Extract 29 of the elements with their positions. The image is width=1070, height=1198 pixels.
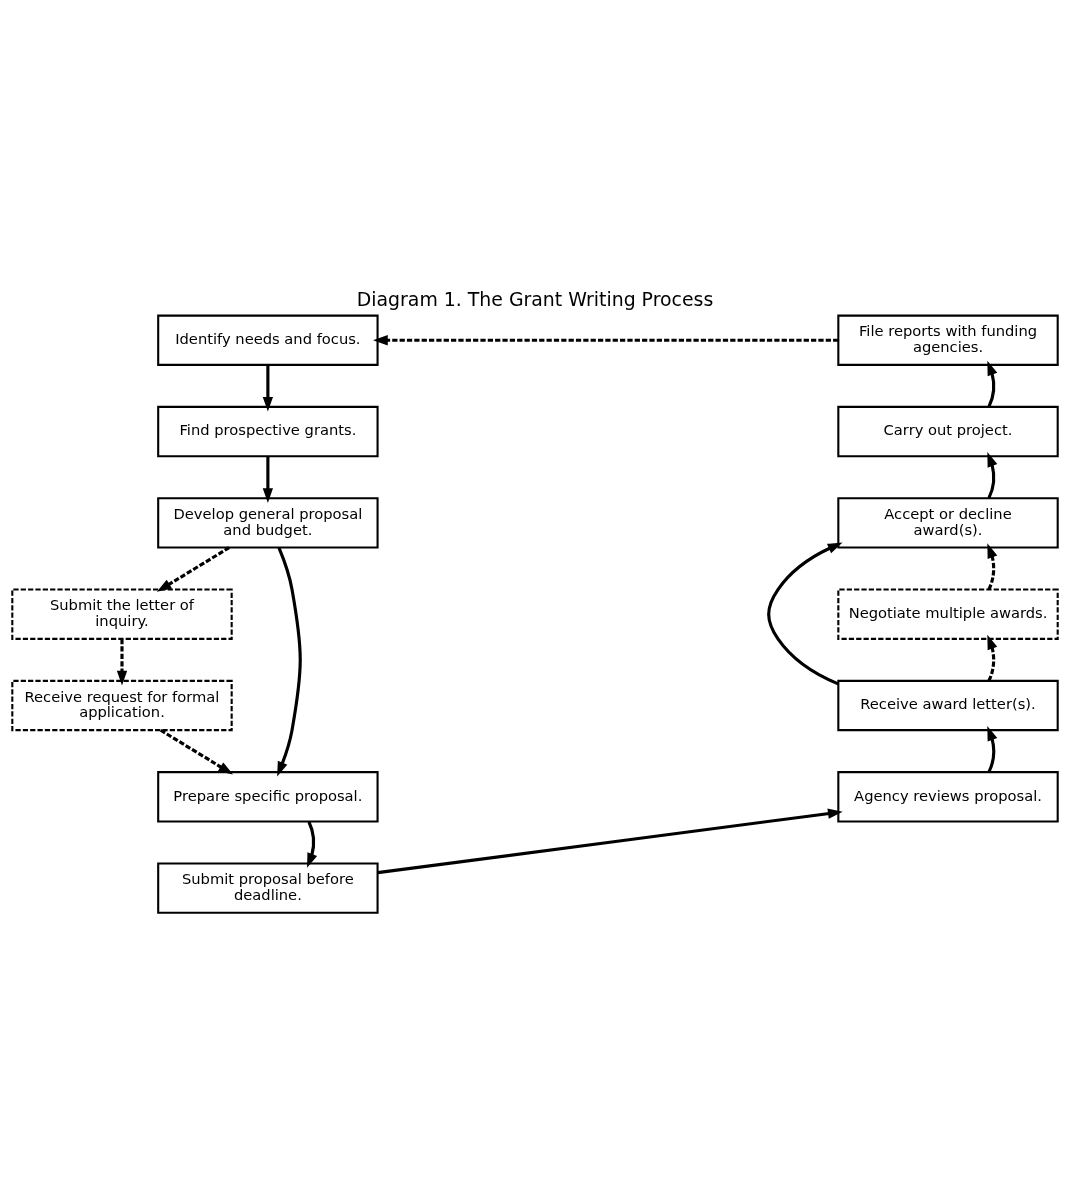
arrow: [262, 364, 274, 412]
node-box: Carry out project.: [837, 405, 1059, 457]
arrow: [987, 451, 998, 499]
arrow: [373, 334, 839, 345]
arrow: [987, 725, 998, 773]
node-box: Negotiate multiple awards.: [837, 588, 1059, 640]
node-box: Receive award letter(s).: [837, 679, 1059, 731]
node-box: Develop general proposal and budget.: [157, 496, 379, 549]
node-box: Submit proposal before deadline.: [157, 861, 379, 914]
arrow: [156, 545, 230, 592]
node-box: Submit the letter of inquiry.: [11, 588, 233, 640]
arrow: [987, 542, 998, 590]
arrow: [159, 728, 234, 774]
arrow: [277, 546, 302, 776]
node-box: File reports with funding agencies.: [837, 314, 1059, 366]
arrow: [987, 634, 998, 681]
arrow: [987, 360, 998, 407]
arrow: [116, 638, 128, 686]
arrow: [377, 808, 843, 874]
diagram-title: Diagram 1. The Grant Writing Process: [356, 287, 714, 310]
node-box: Prepare specific proposal.: [157, 770, 379, 823]
arrow: [307, 820, 318, 868]
node-box: Agency reviews proposal.: [837, 770, 1059, 823]
node-box: Accept or decline award(s).: [837, 496, 1059, 549]
node-box: Identify needs and focus.: [157, 314, 379, 366]
arrow: [767, 542, 843, 685]
arrow: [262, 456, 274, 503]
node-box: Receive request for formal application.: [11, 679, 233, 731]
node-box: Find prospective grants.: [157, 405, 379, 457]
